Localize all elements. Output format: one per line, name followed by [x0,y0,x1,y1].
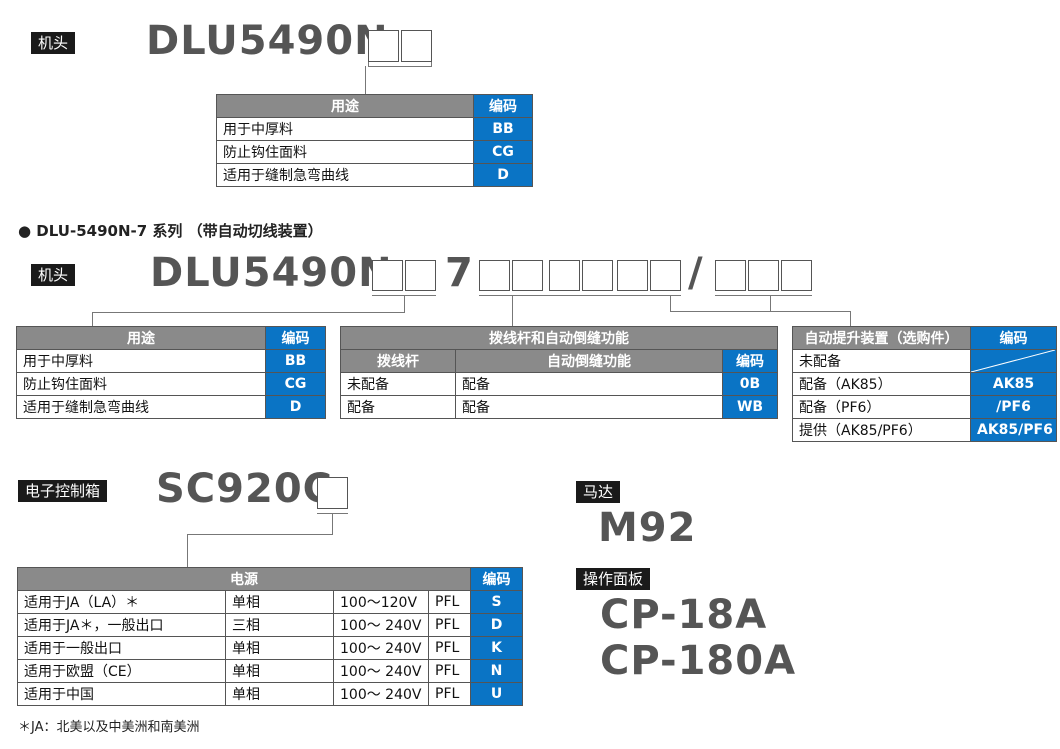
code-box [317,477,348,509]
code-box [781,260,812,291]
header-lifter: 自动提升装置（选购件） [792,326,971,350]
table-cell: 单相 [225,659,334,683]
code-cell: K [470,636,523,660]
table-cell: 100～ 240V [333,682,429,706]
table-cell: 单相 [225,636,334,660]
head-tag: 机头 [31,264,76,286]
model-m92: M92 [598,505,697,551]
footnote: ＊JA：北美以及中美洲和南美洲 [18,720,200,735]
model-cp-180a: CP-180A [600,638,797,684]
code-box [479,260,510,291]
header-power: 电源 [17,567,471,591]
table-cell: 用于中厚料 [216,117,474,141]
model-dlu5490n: DLU5490N [146,18,389,64]
table-cell: 单相 [225,590,334,614]
code-box [715,260,746,291]
code-cell: D [265,395,326,419]
table-cell: 100～120V [333,590,429,614]
model-seven: 7 [445,250,474,296]
model-cp-18a: CP-18A [600,592,768,638]
code-box [650,260,681,291]
header-code: 编码 [722,349,778,373]
table-cell: 配备（AK85） [792,372,971,396]
header-code: 编码 [970,326,1057,350]
code-cell-none [970,349,1057,373]
code-box [368,30,399,62]
slash-separator: / [688,250,704,296]
code-cell: D [470,613,523,637]
table-cell: PFL [428,659,471,683]
motor-tag: 马达 [576,481,621,503]
header-backtack: 自动倒缝功能 [455,349,723,373]
code-box [372,260,403,291]
code-cell: CG [473,140,533,164]
code-cell: BB [473,117,533,141]
panel-tag: 操作面板 [576,568,651,590]
code-cell: U [470,682,523,706]
table-cell: 未配备 [340,372,456,396]
code-box [549,260,580,291]
table-cell: PFL [428,636,471,660]
table-cell: 100～ 240V [333,613,429,637]
table-cell: 防止钩住面料 [16,372,266,396]
head-tag: 机头 [31,32,76,54]
header-wiper: 拨线杆 [340,349,456,373]
table-cell: 配备 [455,395,723,419]
table-cell: 适用于JA＊，一般出口 [17,613,226,637]
table-cell: PFL [428,682,471,706]
diagonal-line-icon [971,350,1055,372]
header-usage: 用途 [16,326,266,350]
code-box [405,260,436,291]
code-cell: N [470,659,523,683]
table-cell: 配备 [455,372,723,396]
code-box [617,260,648,291]
table-cell: 100～ 240V [333,659,429,683]
table-cell: 100～ 240V [333,636,429,660]
header-usage: 用途 [216,94,474,118]
header-code: 编码 [473,94,533,118]
table-cell: 适用于缝制急弯曲线 [216,163,474,187]
model-dlu5490n-7: DLU5490N [150,250,393,296]
code-cell: D [473,163,533,187]
table-cell: 未配备 [792,349,971,373]
table-cell: 提供（AK85/PF6） [792,418,971,442]
code-cell: AK85/PF6 [970,418,1057,442]
table-cell: 适用于中国 [17,682,226,706]
code-cell: S [470,590,523,614]
table-cell: 单相 [225,682,334,706]
table-cell: 用于中厚料 [16,349,266,373]
table-cell: 适用于欧盟（CE） [17,659,226,683]
table-cell: 三相 [225,613,334,637]
table-cell: 配备（PF6） [792,395,971,419]
header-code: 编码 [265,326,326,350]
table-cell: 适用于缝制急弯曲线 [16,395,266,419]
code-box [748,260,779,291]
code-cell: CG [265,372,326,396]
lifter-table: 自动提升装置（选购件）编码 未配备 配备（AK85）AK85 配备（PF6）/P… [792,326,1057,442]
model-sc920c: SC920C [156,466,334,512]
table-cell: 适用于一般出口 [17,636,226,660]
code-box [401,30,432,62]
table-cell: PFL [428,590,471,614]
series-title: ● DLU-5490N-7 系列 （带自动切线装置） [18,222,323,240]
code-box [512,260,543,291]
control-box-tag: 电子控制箱 [18,480,108,502]
table-cell: 防止钩住面料 [216,140,474,164]
code-cell: AK85 [970,372,1057,396]
code-box [582,260,613,291]
table-cell: PFL [428,613,471,637]
code-cell: /PF6 [970,395,1057,419]
code-cell: 0B [722,372,778,396]
header-wiper-title: 拨线杆和自动倒缝功能 [340,326,778,350]
header-code: 编码 [470,567,523,591]
code-cell: BB [265,349,326,373]
code-cell: WB [722,395,778,419]
table-cell: 配备 [340,395,456,419]
table-cell: 适用于JA（LA）＊ [17,590,226,614]
